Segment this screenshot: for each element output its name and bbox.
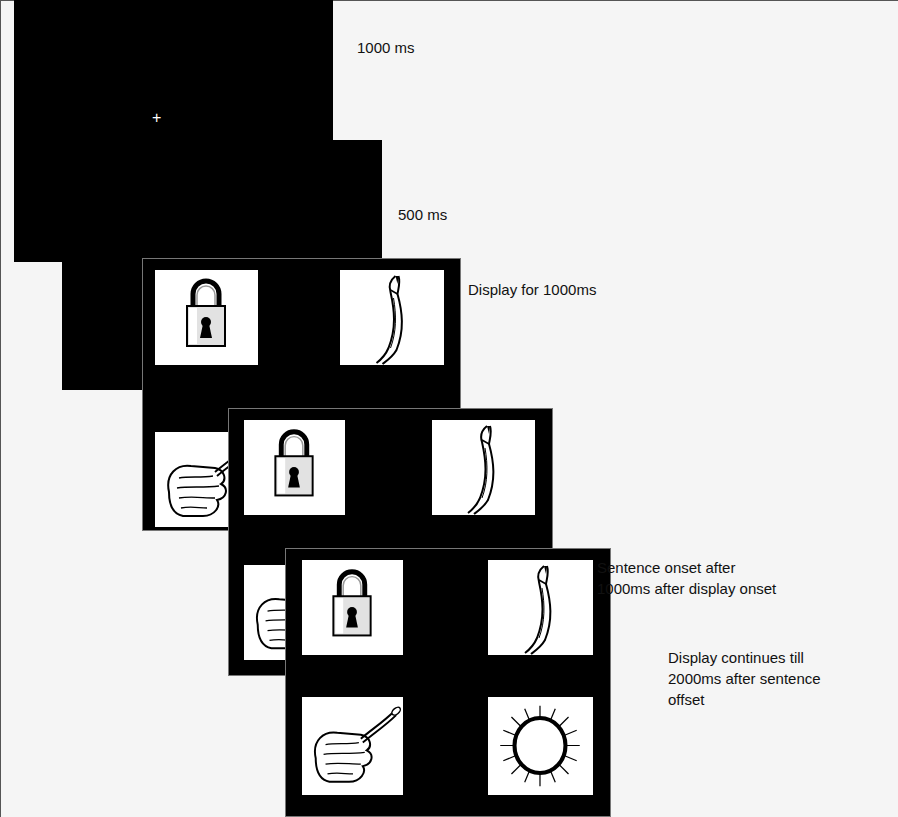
duration-label: 1000 ms <box>357 37 415 58</box>
step-label: Sentence onset after 1000ms after displa… <box>597 557 783 599</box>
fixation-cross: + <box>152 110 161 126</box>
display-screen <box>286 549 611 817</box>
step-label: Display continues till 2000ms after sent… <box>668 647 828 710</box>
frame-line <box>0 0 1 817</box>
step-label: Display for 1000ms <box>468 279 596 300</box>
duration-label: 500 ms <box>398 204 447 225</box>
